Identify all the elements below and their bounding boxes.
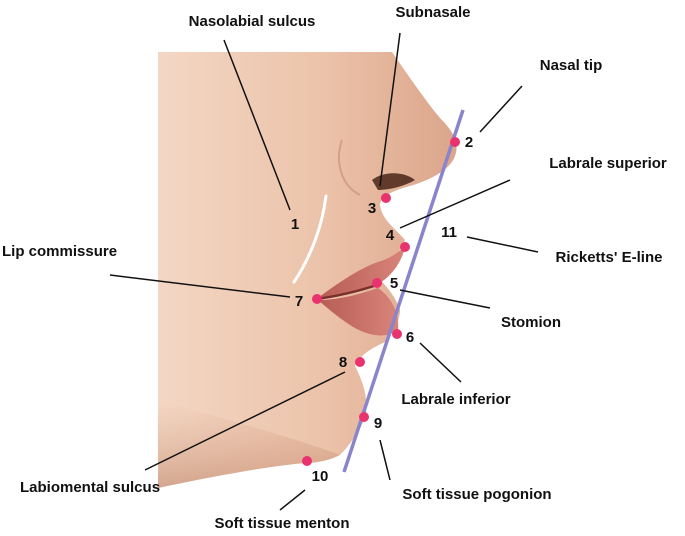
leader-line-lip-commissure <box>109 274 291 298</box>
nostril <box>372 173 415 190</box>
marker-soft-tissue-menton <box>302 456 312 466</box>
number-soft-tissue-pogonion: 9 <box>374 415 382 432</box>
label-nasal-tip: Nasal tip <box>540 57 603 74</box>
label-subnasale: Subnasale <box>395 4 470 21</box>
number-stomion: 5 <box>390 275 398 292</box>
number-labrale-superior: 4 <box>386 227 395 244</box>
number-soft-tissue-menton: 10 <box>312 468 329 485</box>
eline-leader-line <box>466 236 539 253</box>
label-lip-commissure: Lip commissure <box>2 243 117 260</box>
label-labrale-superior: Labrale superior <box>549 155 667 172</box>
face-silhouette <box>158 52 457 488</box>
marker-lip-commissure <box>312 294 322 304</box>
leader-line-soft-tissue-pogonion <box>379 439 391 481</box>
leader-line-subnasale <box>379 32 401 187</box>
marker-labrale-superior <box>400 242 410 252</box>
eline-label: Ricketts' E-line <box>556 249 663 266</box>
leader-line-soft-tissue-menton <box>279 489 306 511</box>
marker-labiomental-sulcus <box>355 357 365 367</box>
leader-line-stomion <box>399 289 491 309</box>
marker-soft-tissue-pogonion <box>359 412 369 422</box>
marker-labrale-inferior <box>392 329 402 339</box>
number-lip-commissure: 7 <box>295 293 303 310</box>
jaw-shadow <box>158 400 340 488</box>
nasolabial-sulcus-mark <box>292 194 328 284</box>
leader-line-nasolabial-sulcus <box>223 39 291 211</box>
leader-line-labrale-inferior <box>419 342 462 383</box>
marker-subnasale <box>381 193 391 203</box>
leader-line-nasal-tip <box>479 85 523 133</box>
leader-line-labiomental-sulcus <box>144 371 346 471</box>
number-labrale-inferior: 6 <box>406 329 414 346</box>
number-nasal-tip: 2 <box>465 134 473 151</box>
label-soft-tissue-pogonion: Soft tissue pogonion <box>402 486 551 503</box>
number-labiomental-sulcus: 8 <box>339 354 347 371</box>
number-subnasale: 3 <box>368 200 376 217</box>
upper-lip <box>318 244 406 298</box>
label-nasolabial-sulcus: Nasolabial sulcus <box>189 13 316 30</box>
label-stomion: Stomion <box>501 314 561 331</box>
marker-nasal-tip <box>450 137 460 147</box>
eline-number: 11 <box>441 224 457 241</box>
label-labrale-inferior: Labrale inferior <box>401 391 510 408</box>
number-nasolabial-sulcus: 1 <box>291 216 299 233</box>
marker-stomion <box>372 278 382 288</box>
label-labiomental-sulcus: Labiomental sulcus <box>20 479 160 496</box>
nose-ala-outline <box>338 139 361 196</box>
leader-line-labrale-superior <box>399 179 511 229</box>
lower-lip <box>318 288 399 336</box>
label-soft-tissue-menton: Soft tissue menton <box>214 515 349 532</box>
